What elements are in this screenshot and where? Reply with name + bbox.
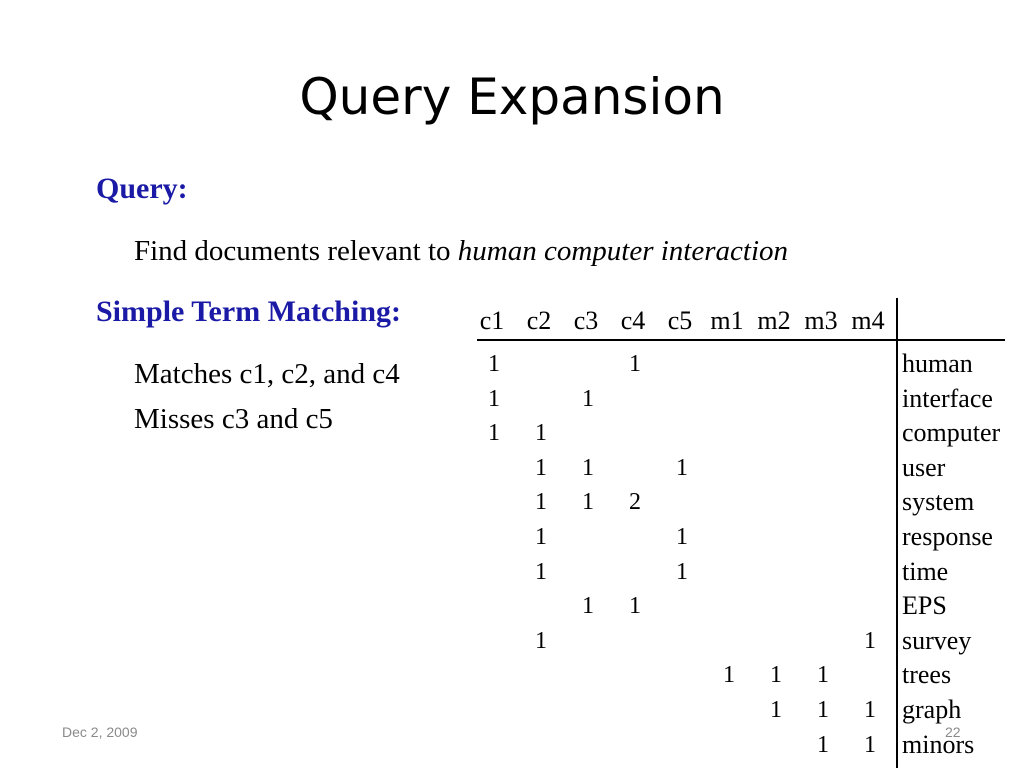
column-header-m2: m2 (757, 306, 791, 335)
matrix-cell: 1 (817, 697, 829, 723)
term-label: trees (902, 660, 952, 690)
column-header-c5: c5 (667, 306, 693, 335)
column-header-m4: m4 (851, 306, 885, 335)
column-header-m3: m3 (804, 306, 838, 335)
column-header-m1: m1 (710, 306, 744, 335)
matrix-cell: 1 (535, 558, 547, 585)
matches-line: Matches c1, c2, and c4 (134, 358, 400, 390)
term-label: minors (902, 729, 975, 759)
matrix-cell: 1 (864, 627, 876, 654)
term-label: computer (902, 418, 1001, 448)
matrix-cell: 1 (864, 731, 876, 758)
term-label: EPS (902, 591, 947, 621)
matrix-cell: 1 (582, 385, 594, 412)
matrix-cell: 1 (582, 489, 594, 516)
matrix-cell: 1 (629, 351, 641, 377)
matrix-cell: 1 (488, 420, 500, 447)
term-label: human (902, 349, 973, 378)
page-number: 22 (945, 724, 961, 740)
matrix-cell: 1 (723, 662, 735, 689)
matrix-cell: 1 (629, 593, 641, 620)
term-label: user (902, 452, 946, 482)
matching-heading: Simple Term Matching: (96, 295, 401, 328)
matrix-cell: 1 (817, 662, 829, 689)
matrix-cell: 2 (629, 489, 641, 516)
misses-line: Misses c3 and c5 (134, 403, 333, 435)
term-label: survey (902, 625, 972, 655)
query-text-italic: human computer interaction (457, 235, 789, 267)
matrix-cell: 1 (676, 454, 688, 481)
footer-date: Dec 2, 2009 (62, 724, 138, 740)
term-label: interface (902, 383, 993, 413)
term-label: time (902, 556, 949, 586)
matrix-cell: 1 (864, 697, 876, 723)
matrix-cell: 1 (488, 351, 500, 377)
query-heading: Query: (96, 172, 188, 205)
matrix-cell: 1 (535, 627, 547, 654)
term-label: graph (902, 695, 962, 724)
term-label: response (902, 522, 993, 551)
matrix-cell: 1 (770, 662, 782, 689)
matrix-cell: 1 (817, 731, 829, 758)
matrix-cell: 1 (535, 454, 547, 481)
matrix-cell: 1 (535, 489, 547, 516)
slide-title: Query Expansion (299, 68, 725, 126)
query-text-plain: Find documents relevant to (134, 235, 458, 267)
term-label: system (902, 487, 975, 517)
matrix-cell: 1 (535, 420, 547, 447)
column-header-c3: c3 (573, 306, 599, 335)
matrix-term-divider (896, 298, 898, 768)
column-header-c1: c1 (479, 306, 505, 335)
matrix-cell: 1 (676, 558, 688, 585)
column-header-c4: c4 (620, 306, 646, 335)
query-text: Find documents relevant to human compute… (134, 234, 788, 268)
matrix-cell: 1 (582, 454, 594, 481)
matrix-cell: 1 (488, 385, 500, 412)
matrix-cell: 1 (535, 524, 547, 550)
matrix-cell: 1 (770, 697, 782, 723)
matrix-cell: 1 (582, 593, 594, 620)
term-document-matrix: c1 c2 c3 c4 c5 m1 m2 m3 m4 1 1 human 1 1 interface 1 1 co… (472, 298, 1006, 768)
column-header-c2: c2 (526, 306, 552, 335)
matrix-header-rule (477, 339, 1005, 341)
matrix-cell: 1 (676, 524, 688, 550)
